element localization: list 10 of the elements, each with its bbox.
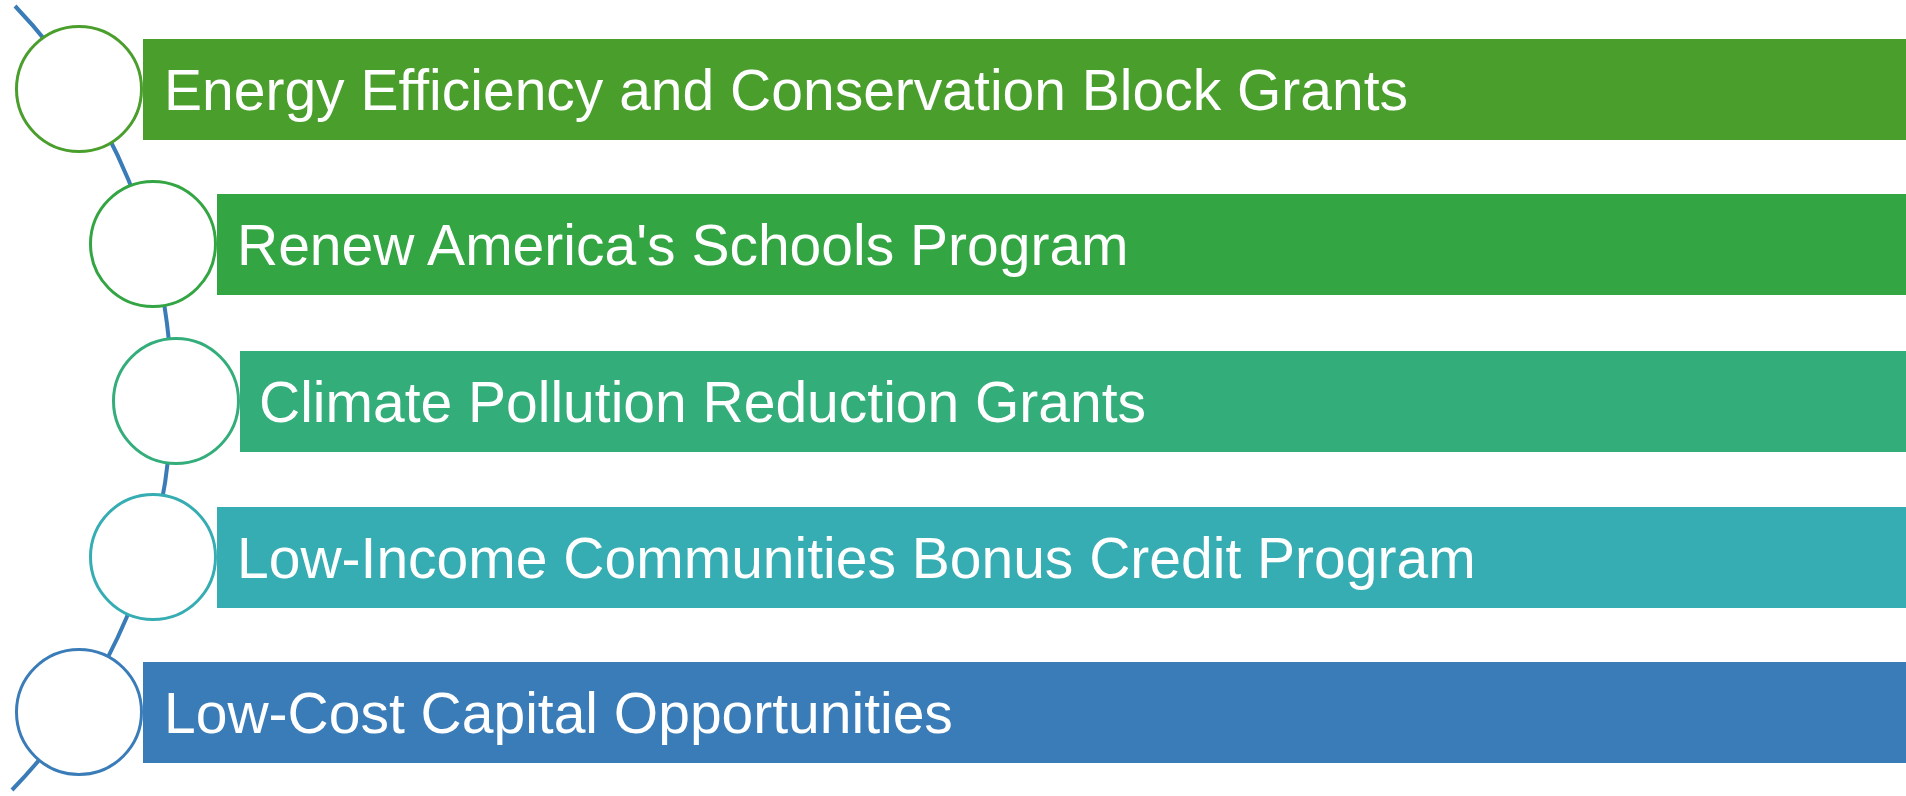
item-label: Climate Pollution Reduction Grants	[259, 368, 1147, 435]
item-label: Low-Income Communities Bonus Credit Program	[237, 524, 1476, 591]
list-bar	[217, 507, 1906, 608]
list-bar	[143, 39, 1906, 140]
list-bar	[143, 662, 1906, 763]
item-label: Energy Efficiency and Conservation Block Grants	[164, 56, 1409, 123]
item-label: Low-Cost Capital Opportunities	[164, 679, 953, 746]
list-bar	[240, 351, 1906, 452]
item-label: Renew America's Schools Program	[237, 211, 1129, 278]
list-bar	[217, 194, 1906, 295]
